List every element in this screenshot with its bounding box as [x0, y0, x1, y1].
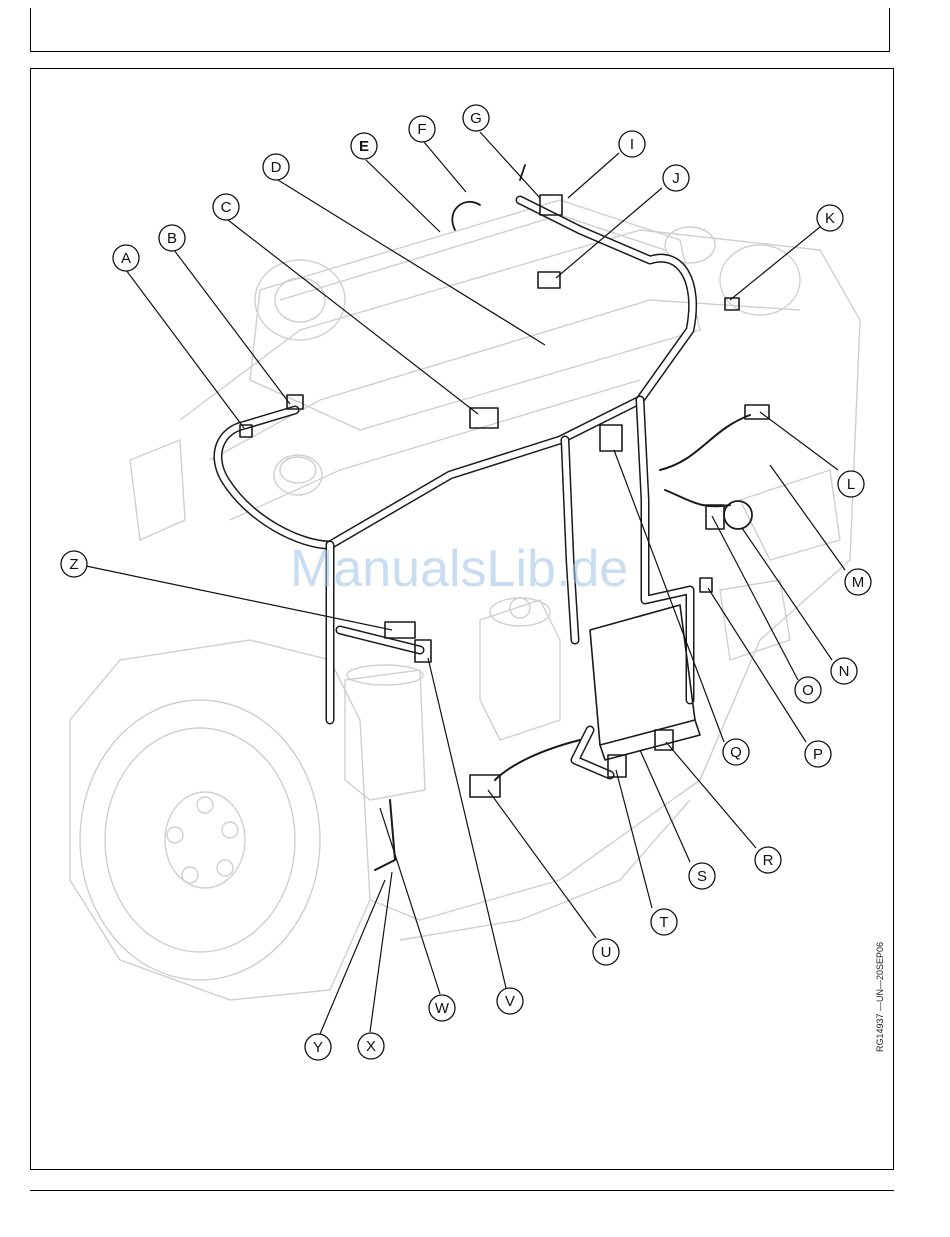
- callout-m: M: [852, 574, 865, 591]
- callout-k: K: [825, 210, 835, 227]
- callout-s: S: [697, 868, 707, 885]
- watermark-text: ManualsLib.de: [290, 540, 628, 598]
- callout-d: D: [271, 159, 282, 176]
- callout-r: R: [763, 852, 774, 869]
- callout-f: F: [417, 121, 426, 138]
- callout-o: O: [802, 682, 814, 699]
- callout-x: X: [366, 1038, 376, 1055]
- callout-z: Z: [69, 556, 78, 573]
- callout-a: A: [121, 250, 131, 267]
- callout-t: T: [659, 914, 668, 931]
- figure-id: RG14937 —UN—20SEP06: [875, 942, 885, 1052]
- callout-y: Y: [313, 1039, 323, 1056]
- engine-outline: [70, 200, 860, 1000]
- callout-u: U: [601, 944, 612, 961]
- callout-j: J: [672, 170, 680, 187]
- callout-n: N: [839, 663, 850, 680]
- callout-g: G: [470, 110, 482, 127]
- callout-e: E: [359, 138, 369, 155]
- callout-b: B: [167, 230, 177, 247]
- callout-q: Q: [730, 744, 742, 761]
- callout-l: L: [847, 476, 855, 493]
- callout-i: I: [630, 136, 634, 153]
- callout-w: W: [435, 1000, 450, 1017]
- callout-c: C: [221, 199, 232, 216]
- callout-p: P: [813, 746, 823, 763]
- callout-v: V: [505, 993, 515, 1010]
